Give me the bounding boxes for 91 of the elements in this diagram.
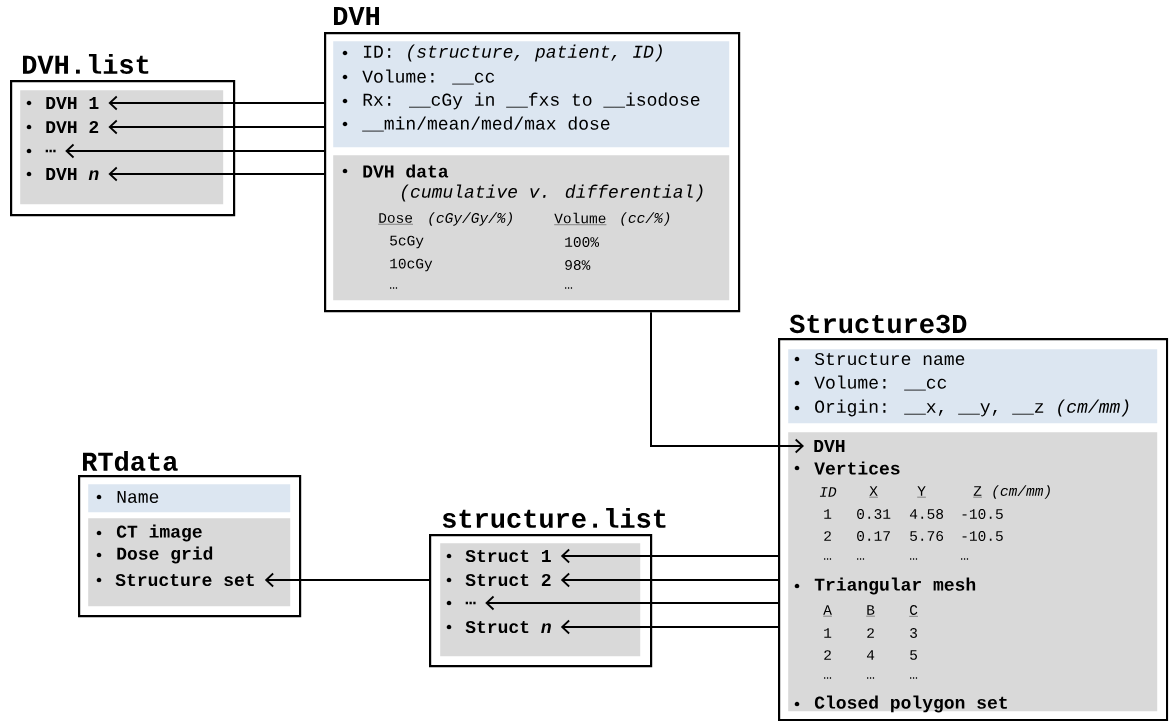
node-label: Struct n [465, 620, 551, 634]
table-header: Z [973, 486, 983, 498]
table-cell: -10.5 [962, 531, 1003, 541]
node-label: Struct 2 [465, 573, 551, 587]
table-header: ID [819, 487, 837, 497]
table-cell: … [857, 558, 865, 560]
table-cell: … [824, 558, 832, 560]
info-panel [88, 484, 291, 513]
box-title: structure.list [442, 508, 666, 528]
arrow [560, 548, 779, 564]
item-text: Dose grid [117, 546, 213, 564]
note-text: (cumulative v. differential) [401, 184, 703, 202]
table-cell: … [910, 558, 918, 560]
table-cell: … [867, 677, 875, 679]
table-cell: 3 [910, 628, 917, 638]
item-text: Vertices [814, 461, 900, 475]
arrow [65, 143, 325, 159]
table-cell: 5.76 [910, 531, 944, 541]
table-header: X [869, 486, 879, 498]
item-text: ID: (structure, patient, ID) [364, 44, 662, 62]
list-item: Structure set [96, 573, 254, 587]
arrow [108, 95, 325, 111]
info-panel [788, 349, 1158, 424]
table-cell: 1 [824, 509, 832, 519]
list-item: Struct n [446, 620, 551, 634]
data-panel [333, 155, 730, 301]
table-header: Dose [378, 213, 414, 225]
table-cell: 4 [866, 650, 875, 660]
table-cell: -10.5 [962, 509, 1003, 519]
list-item: … [26, 148, 56, 154]
list-item: Struct 1 [446, 549, 551, 563]
arrow [650, 311, 804, 454]
table-header: Y [917, 486, 927, 498]
table-header: (cc/%) [621, 212, 670, 226]
table-header: A [823, 605, 833, 617]
table-cell: 0.17 [857, 531, 890, 541]
node-label: Struct 1 [465, 549, 551, 563]
list-item: DVH 1 [26, 97, 99, 109]
table-cell: 5 [910, 650, 917, 660]
box-title: DVH.list [23, 54, 149, 74]
arrow [560, 619, 779, 635]
item-text: Structure name [814, 352, 965, 366]
table-header: (cGy/Gy/%) [429, 212, 512, 226]
item-text: Rx: __cGy in __fxs to __isodose [363, 92, 700, 110]
arrow [485, 595, 779, 611]
item-text: CT image [116, 524, 202, 542]
table-cell: 98% [565, 260, 591, 270]
info-panel [333, 41, 730, 148]
node-label: … [45, 149, 56, 153]
item-text: Volume: __cc [362, 69, 495, 85]
table-cell: 2 [824, 650, 831, 660]
table-header: C [909, 605, 919, 617]
list-item: DVH n [26, 168, 99, 180]
list-item: DVH 2 [26, 121, 99, 134]
arrow [108, 119, 325, 135]
item-text: Triangular mesh [814, 577, 976, 595]
table-cell: 5cGy [390, 235, 424, 249]
table-cell: 100% [565, 237, 599, 247]
item-text: DVH data [363, 164, 449, 178]
table-cell: … [824, 677, 832, 679]
list-item: DVH [814, 440, 845, 452]
arrow [264, 572, 430, 588]
table-cell: 1 [824, 628, 832, 638]
list-item: … [446, 600, 476, 606]
node-label: DVH 1 [46, 97, 99, 109]
node-label: … [465, 601, 476, 605]
table-cell: 10cGy [390, 258, 433, 272]
node-label: DVH n [46, 168, 99, 180]
box-title: Structure3D [789, 314, 967, 334]
arrow [560, 572, 779, 588]
item-text: Closed polygon set [814, 695, 1007, 713]
table-header: B [866, 605, 876, 617]
table-cell: 0.31 [857, 509, 891, 519]
item-text: Volume: __cc [814, 375, 947, 391]
arrow [108, 166, 325, 182]
item-text: Name [117, 491, 159, 503]
box-title: DVH [334, 7, 379, 25]
table-header: Volume [554, 212, 607, 225]
table-cell: 4.58 [909, 509, 944, 519]
table-cell: … [961, 558, 969, 560]
table-cell: 2 [824, 531, 831, 541]
table-cell: … [910, 677, 918, 679]
table-cell: … [390, 287, 398, 289]
item-text: Origin: __x, __y, __z (cm/mm) [815, 399, 1129, 417]
table-cell: … [565, 287, 573, 289]
node-label: DVH 2 [46, 120, 99, 134]
box-title: RTdata [83, 451, 178, 471]
table-cell: 2 [867, 628, 874, 638]
list-item: Struct 2 [446, 573, 551, 587]
table-header: (cm/mm) [993, 485, 1050, 499]
item-text: __min/mean/med/max dose [362, 116, 610, 132]
